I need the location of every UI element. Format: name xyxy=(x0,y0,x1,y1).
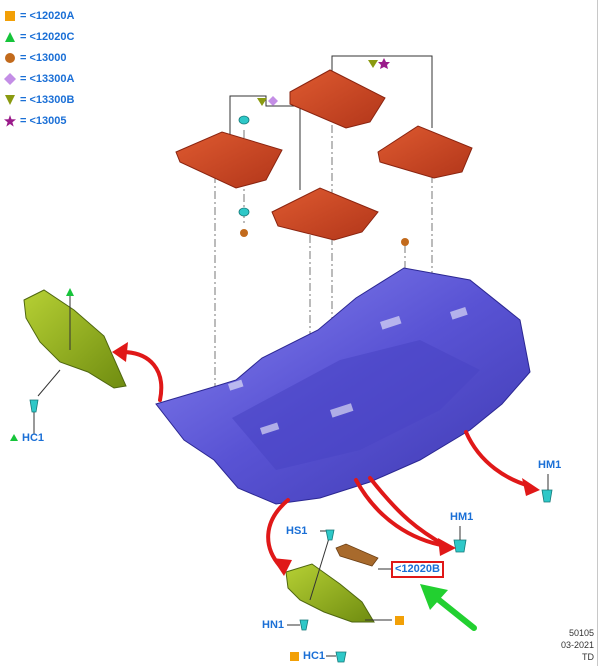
legend-equals: = xyxy=(20,93,27,106)
callout-12020b[interactable]: <12020B xyxy=(391,561,444,578)
clip-hn1 xyxy=(299,619,309,631)
label-hc1-bottom: HC1 xyxy=(303,650,326,662)
label-hn1: HN1 xyxy=(262,619,285,631)
clip-hs1 xyxy=(325,529,335,541)
clip-hc1-left xyxy=(29,399,39,413)
legend-code: <13005 xyxy=(29,114,67,127)
triangle-up-icon xyxy=(5,31,15,42)
drawing-date: 03-2021 xyxy=(560,640,594,650)
label-hc1-left: HC1 xyxy=(22,432,45,444)
floor-mat-front-left xyxy=(175,131,283,189)
insulator-bottom-square-symbol xyxy=(395,616,404,625)
legend-row: =<12020A xyxy=(4,5,74,26)
insulator-left xyxy=(23,289,127,389)
page-border xyxy=(597,0,598,666)
bracket-12020b xyxy=(335,543,379,567)
mat-clip-upper xyxy=(238,115,250,217)
drawing-author: TD xyxy=(582,652,594,662)
symbol-legend: =<12020A=<12020C=<13000=<13300A=<13300B=… xyxy=(4,5,74,131)
circle-icon xyxy=(5,52,15,63)
legend-equals: = xyxy=(20,9,27,22)
insulator-bottom xyxy=(285,563,375,623)
green-arrow-icon xyxy=(420,584,477,631)
label-hm1-center: HM1 xyxy=(450,511,474,523)
star-icon xyxy=(4,114,16,127)
mat-leader-lines xyxy=(229,55,433,190)
mat-fastener-circle xyxy=(240,229,248,237)
triangle-down-icon xyxy=(5,94,15,105)
hc1-bottom-square-symbol xyxy=(290,652,299,661)
drawing-number: 50105 xyxy=(568,628,594,638)
legend-equals: = xyxy=(20,72,27,85)
red-arrows xyxy=(120,350,532,568)
mat-triangle-down-symbol xyxy=(257,98,267,106)
floor-mat-rear-left xyxy=(377,125,473,179)
legend-code: <13300B xyxy=(29,93,75,106)
diamond-icon xyxy=(4,72,16,85)
carpet-fastener-circle xyxy=(401,238,409,246)
legend-code: <13300A xyxy=(29,72,75,85)
red-arrowheads xyxy=(112,342,540,576)
floor-mat-front-right xyxy=(271,187,379,241)
clip-hm1-center xyxy=(453,539,467,553)
hc1-left-triangle-symbol xyxy=(10,434,18,441)
legend-equals: = xyxy=(20,114,27,127)
legend-row: =<13000 xyxy=(4,47,74,68)
legend-equals: = xyxy=(20,51,27,64)
mat-star-symbol xyxy=(378,58,390,69)
mat-diamond-symbol xyxy=(268,96,278,106)
floor-mat-rear-right xyxy=(289,69,386,129)
label-hm1-right: HM1 xyxy=(538,459,562,471)
legend-row: =<13300A xyxy=(4,68,74,89)
clip-hc1-bottom xyxy=(335,651,347,663)
legend-equals: = xyxy=(20,30,27,43)
legend-row: =<13005 xyxy=(4,110,74,131)
drawing-reference: 50105 03-2021 TD xyxy=(561,627,594,663)
label-hs1: HS1 xyxy=(286,525,308,537)
legend-row: =<13300B xyxy=(4,89,74,110)
legend-row: =<12020C xyxy=(4,26,74,47)
square-icon xyxy=(5,10,15,21)
insulator-left-triangle-symbol xyxy=(66,288,74,296)
mat-triangle-down-symbol-2 xyxy=(368,60,378,68)
legend-code: <12020C xyxy=(29,30,75,43)
legend-code: <12020A xyxy=(29,9,75,22)
clip-hm1-right xyxy=(541,489,553,503)
legend-code: <13000 xyxy=(29,51,67,64)
